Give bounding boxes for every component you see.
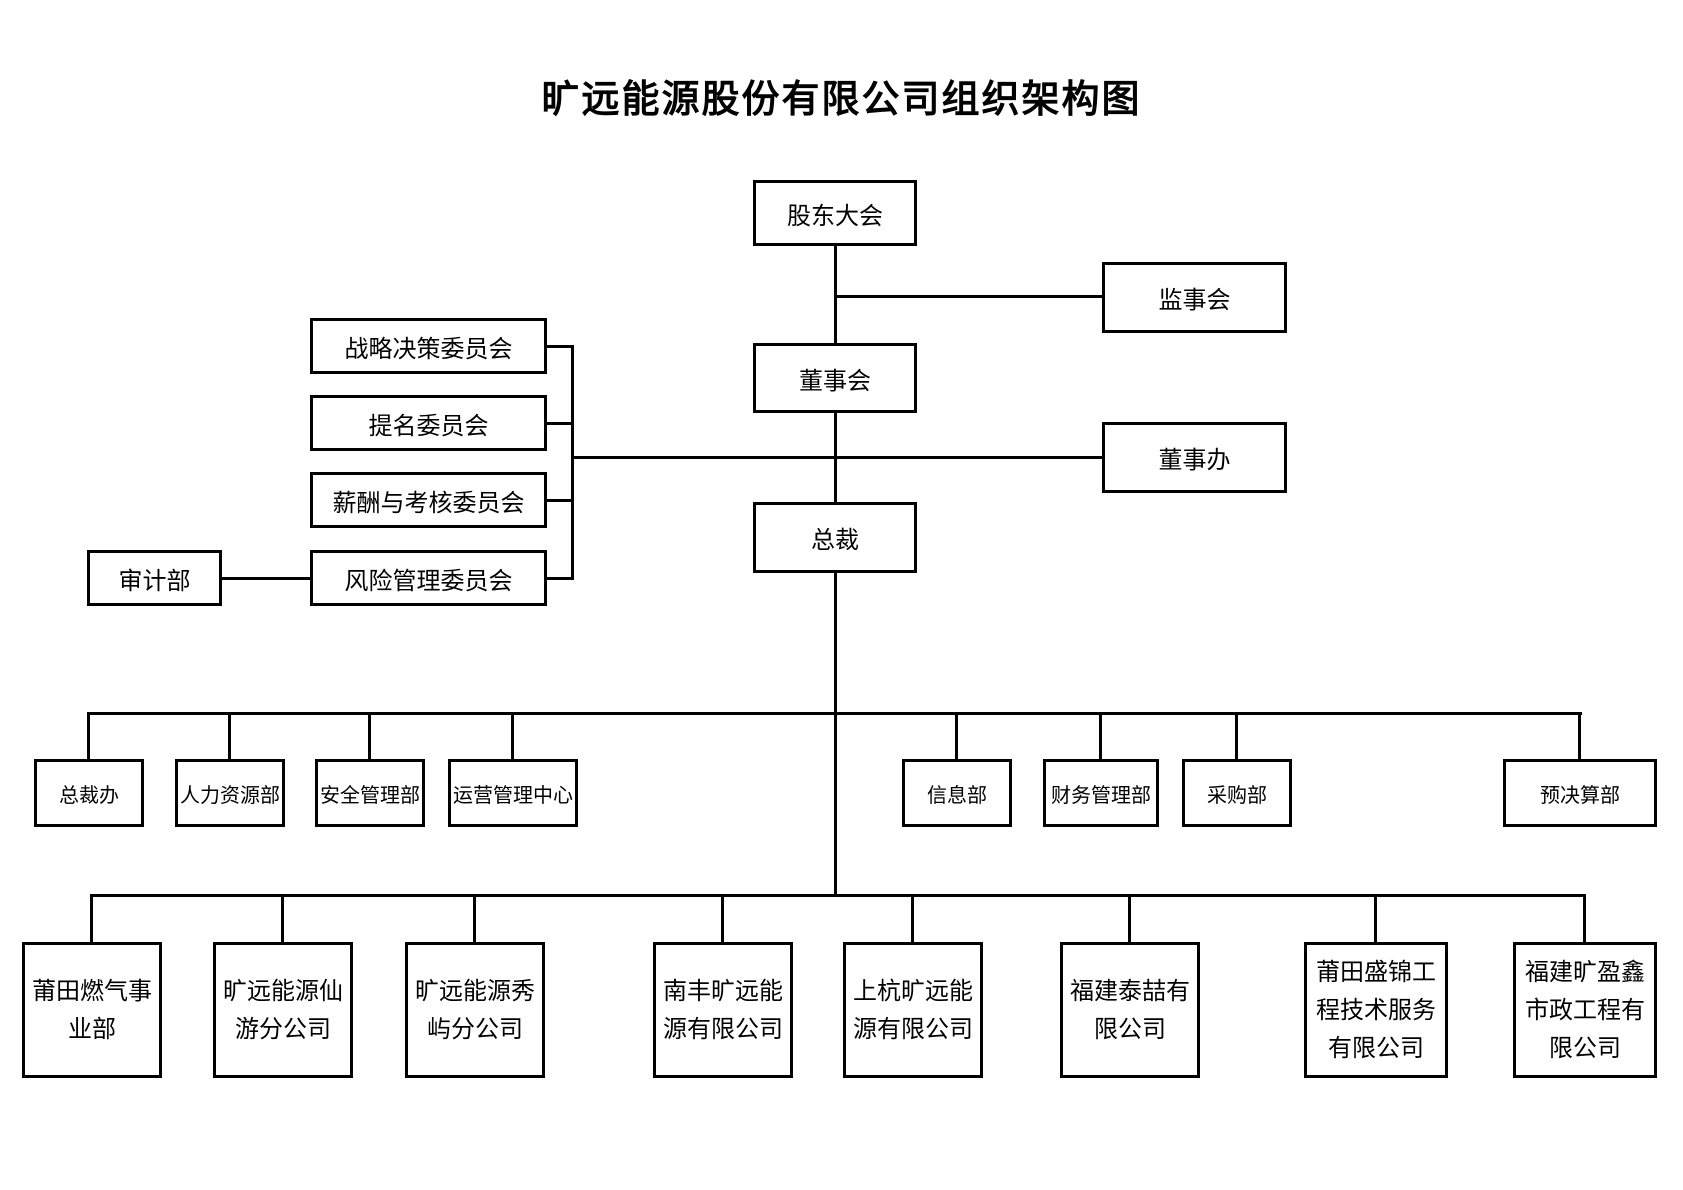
node-kuangyingxin-company-label: 福建旷盈鑫市政工程有限公司: [1525, 958, 1645, 1062]
node-supervisory-board-label: 监事会: [1158, 286, 1231, 314]
node-budget-dept: 预决算部: [1503, 759, 1657, 827]
node-risk-committee-label: 风险管理委员会: [344, 566, 513, 595]
node-board-of-directors: 董事会: [753, 343, 917, 413]
node-safety-dept-label: 安全管理部: [320, 782, 420, 807]
node-president-office: 总裁办: [34, 759, 144, 827]
node-president-office-label: 总裁办: [59, 782, 119, 807]
node-operations-center: 运营管理中心: [448, 759, 578, 827]
node-nanfeng-company-label: 南丰旷远能源有限公司: [663, 977, 783, 1043]
node-supervisory-board: 监事会: [1102, 262, 1287, 333]
node-finance-dept: 财务管理部: [1043, 759, 1159, 827]
node-procurement-dept-label: 采购部: [1207, 782, 1267, 807]
node-operations-center-label: 运营管理中心: [453, 782, 573, 807]
node-board-of-directors-label: 董事会: [799, 366, 871, 395]
drop-finance-dept: [1099, 712, 1102, 760]
connector-strategy-stub: [547, 345, 574, 348]
node-shanghang-company-label: 上杭旷远能源有限公司: [853, 977, 973, 1043]
node-putian-gas-division: 莆田燃气事业部: [22, 942, 162, 1078]
node-strategy-committee: 战略决策委员会: [310, 318, 547, 374]
node-kuangyingxin-company: 福建旷盈鑫市政工程有限公司: [1513, 942, 1657, 1078]
node-taizhe-company: 福建泰喆有限公司: [1060, 942, 1200, 1078]
connector-remuneration-stub: [547, 499, 574, 502]
drop-hr-dept: [228, 712, 231, 760]
drop-procurement-dept: [1235, 712, 1238, 760]
node-information-dept-label: 信息部: [927, 782, 987, 807]
connector-audit-risk: [222, 577, 310, 580]
node-information-dept: 信息部: [902, 759, 1012, 827]
drop-nanfeng: [721, 894, 724, 944]
node-shengjin-company: 莆田盛锦工程技术服务有限公司: [1304, 942, 1448, 1078]
drop-taizhe: [1128, 894, 1131, 944]
node-xianyou-branch-label: 旷远能源仙游分公司: [223, 977, 343, 1043]
node-remuneration-committee: 薪酬与考核委员会: [310, 472, 547, 528]
connector-risk-stub: [547, 577, 574, 580]
drop-information-dept: [955, 712, 958, 760]
connector-subsidiaries-row: [90, 894, 1586, 897]
connector-nomination-stub: [547, 422, 574, 425]
chart-title: 旷远能源股份有限公司组织架构图: [541, 76, 1142, 121]
node-president: 总裁: [753, 502, 917, 573]
drop-shanghang: [911, 894, 914, 944]
node-strategy-committee-label: 战略决策委员会: [344, 334, 513, 363]
node-procurement-dept: 采购部: [1182, 759, 1292, 827]
node-nanfeng-company: 南丰旷远能源有限公司: [653, 942, 793, 1078]
drop-budget-dept: [1578, 712, 1581, 760]
connector-departments-row: [87, 712, 1582, 715]
node-shengjin-company-label: 莆田盛锦工程技术服务有限公司: [1316, 958, 1436, 1062]
node-xianyou-branch: 旷远能源仙游分公司: [213, 942, 353, 1078]
node-board-office-label: 董事办: [1158, 446, 1231, 474]
node-finance-dept-label: 财务管理部: [1051, 782, 1151, 807]
node-risk-committee: 风险管理委员会: [310, 550, 547, 606]
connector-shareholders-board: [834, 244, 837, 343]
node-board-office: 董事办: [1102, 422, 1287, 493]
node-audit-dept: 审计部: [87, 550, 222, 606]
connector-supervisory-branch: [834, 295, 1102, 298]
node-xiuyu-branch-label: 旷远能源秀屿分公司: [415, 977, 535, 1043]
drop-xianyou: [281, 894, 284, 944]
drop-president-office: [87, 712, 90, 760]
drop-operations-center: [511, 712, 514, 760]
node-safety-dept: 安全管理部: [315, 759, 425, 827]
drop-putian-gas: [90, 894, 93, 944]
connector-committees-vertical: [571, 345, 574, 580]
node-hr-dept: 人力资源部: [175, 759, 285, 827]
node-xiuyu-branch: 旷远能源秀屿分公司: [405, 942, 545, 1078]
node-audit-dept-label: 审计部: [118, 566, 191, 595]
node-remuneration-committee-label: 薪酬与考核委员会: [332, 488, 525, 517]
node-shareholders-label: 股东大会: [787, 201, 883, 230]
drop-kuangyingxin: [1583, 894, 1586, 944]
node-shanghang-company: 上杭旷远能源有限公司: [843, 942, 983, 1078]
drop-safety-dept: [368, 712, 371, 760]
connector-committees-boardoffice: [573, 456, 1102, 459]
node-taizhe-company-label: 福建泰喆有限公司: [1070, 977, 1190, 1043]
node-president-label: 总裁: [811, 526, 859, 554]
node-shareholders: 股东大会: [753, 180, 917, 246]
drop-xiuyu: [473, 894, 476, 944]
node-nomination-committee-label: 提名委员会: [368, 411, 489, 440]
node-putian-gas-division-label: 莆田燃气事业部: [32, 977, 152, 1043]
node-hr-dept-label: 人力资源部: [180, 782, 280, 807]
node-nomination-committee: 提名委员会: [310, 395, 547, 451]
connector-president-down: [834, 573, 837, 897]
drop-shengjin: [1374, 894, 1377, 944]
node-budget-dept-label: 预决算部: [1540, 782, 1620, 807]
